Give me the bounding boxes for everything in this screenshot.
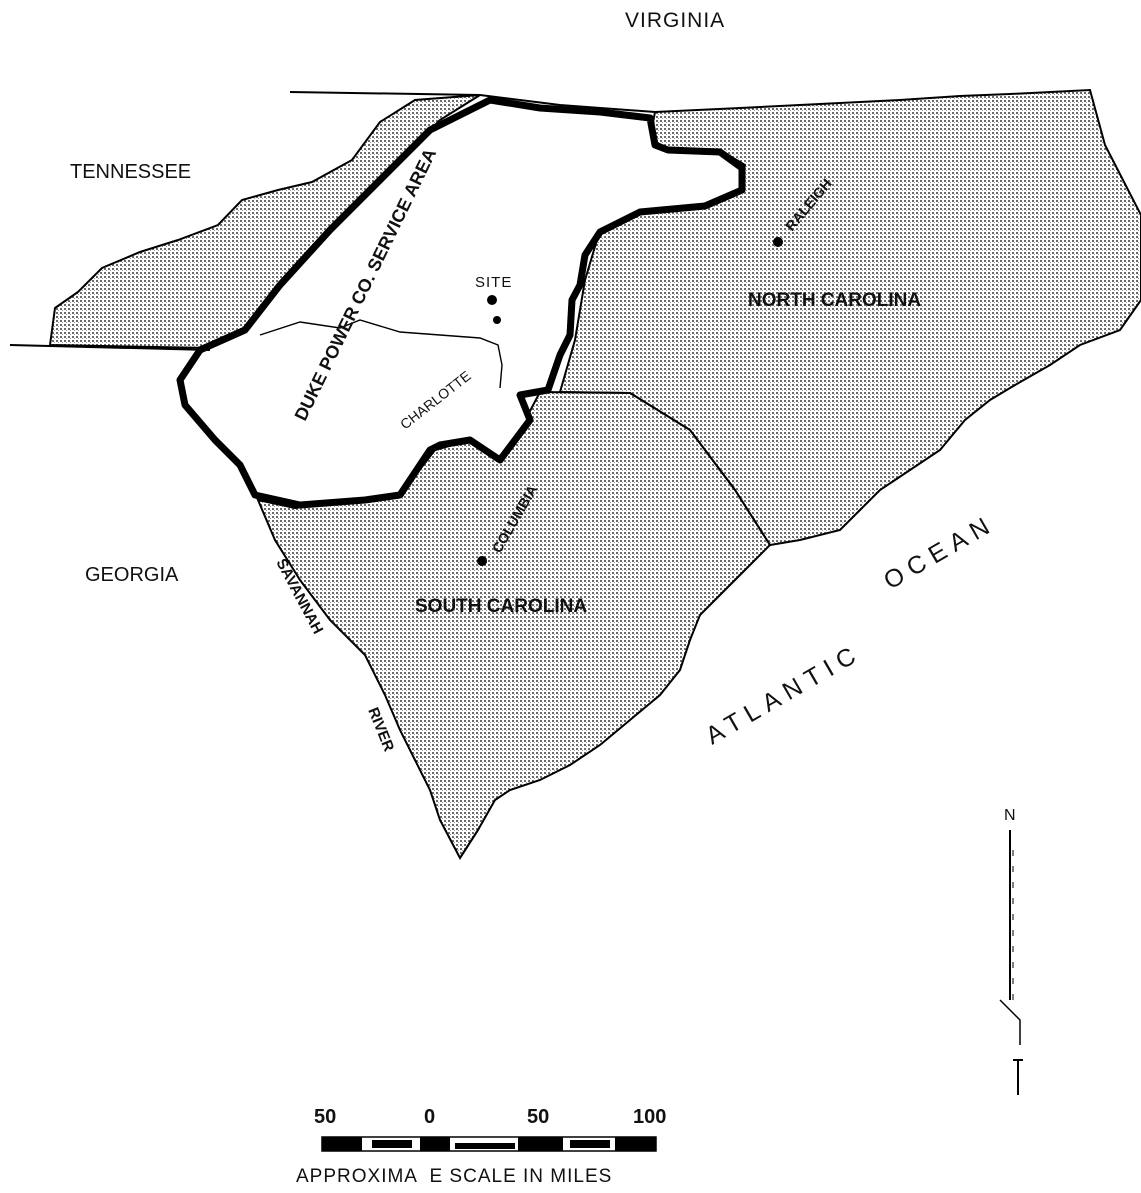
label-south-carolina: SOUTH CAROLINA — [415, 596, 587, 617]
label-georgia: GEORGIA — [85, 564, 179, 586]
label-tennessee: TENNESSEE — [70, 161, 191, 183]
label-ocean: OCEAN — [879, 509, 1000, 595]
raleigh-dot — [773, 237, 783, 247]
label-site: SITE — [475, 274, 512, 291]
north-arrow-label: N — [1004, 807, 1016, 824]
site-dot-2 — [493, 316, 501, 324]
virginia-border-line — [289, 91, 656, 113]
coast-line — [459, 829, 479, 859]
scale-caption: APPROXIMA E SCALE IN MILES — [296, 1166, 613, 1187]
site-dot — [487, 295, 497, 305]
service-area-region — [176, 96, 746, 509]
scale-tick-100: 100 — [633, 1106, 667, 1128]
scale-tick-50-right: 50 — [527, 1106, 550, 1128]
tennessee-border-line — [9, 344, 211, 351]
north-arrow-icon — [999, 830, 1023, 1095]
label-north-carolina: NORTH CAROLINA — [748, 290, 921, 311]
label-atlantic: ATLANTIC — [701, 638, 867, 750]
nc-sc-border-line — [259, 319, 503, 389]
label-virginia: VIRGINIA — [625, 9, 725, 32]
scale-tick-0: 0 — [424, 1106, 436, 1128]
scale-bar — [321, 1136, 657, 1152]
scale-tick-50-left: 50 — [314, 1106, 337, 1128]
columbia-dot — [477, 556, 487, 566]
